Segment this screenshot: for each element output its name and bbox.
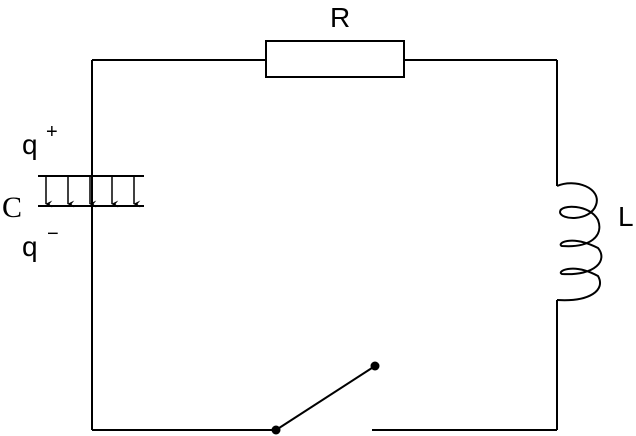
switch-free-contact xyxy=(370,361,380,371)
charge-positive-sign: + xyxy=(46,121,58,143)
resistor-label: R xyxy=(330,2,350,33)
resistor xyxy=(265,40,405,78)
switch-lever xyxy=(275,365,376,431)
electric-field-arrows xyxy=(45,177,141,208)
inductor xyxy=(556,182,603,302)
switch-pivot-contact xyxy=(271,425,281,435)
capacitor-label: C xyxy=(2,191,22,224)
charge-negative-symbol: q xyxy=(22,231,38,262)
charge-negative-sign: − xyxy=(47,223,59,245)
inductor-label: L xyxy=(618,201,634,232)
charge-positive-symbol: q xyxy=(22,129,38,160)
